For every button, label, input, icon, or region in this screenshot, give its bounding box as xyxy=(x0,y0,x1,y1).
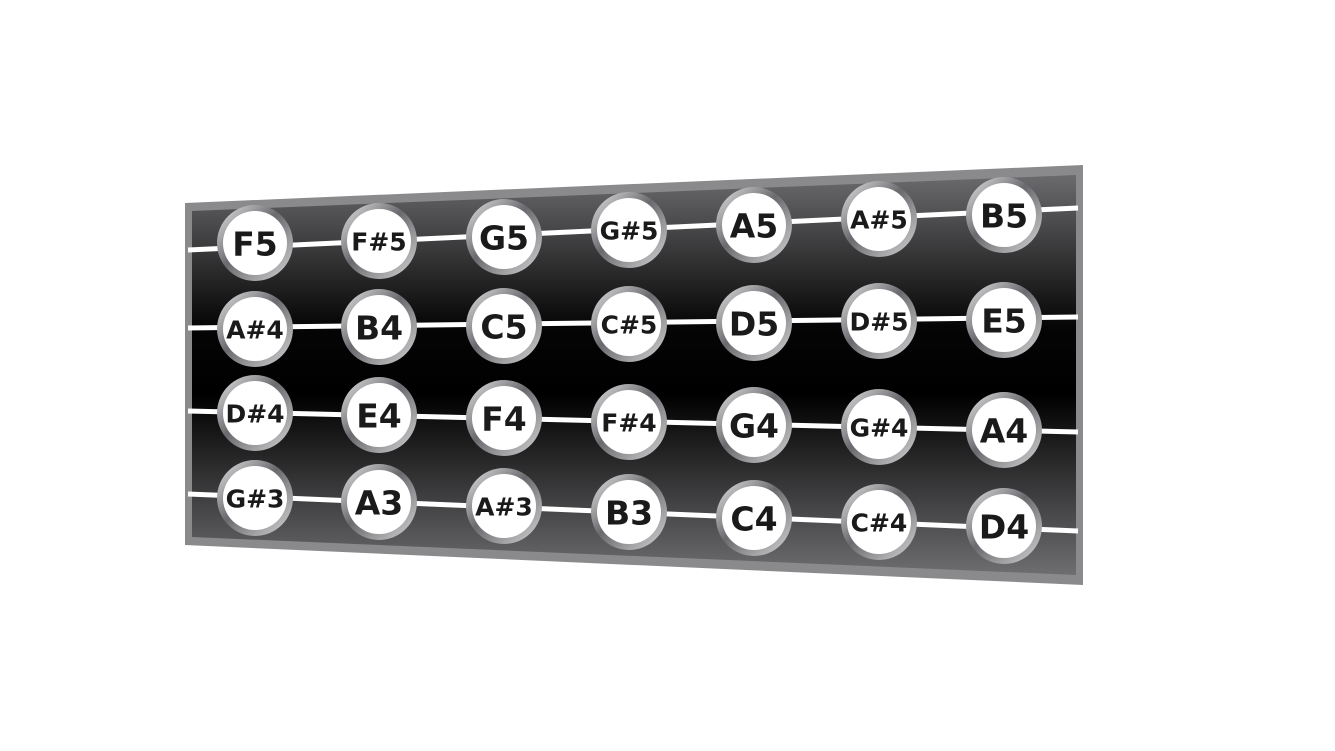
note-marker: E4 xyxy=(341,377,417,453)
note-face xyxy=(972,183,1036,247)
note-face xyxy=(597,198,661,262)
note-marker: B5 xyxy=(966,177,1042,253)
note-label: C#4 xyxy=(851,509,908,538)
note-marker: C4 xyxy=(716,480,792,556)
note-marker: B4 xyxy=(341,289,417,365)
note-face xyxy=(722,393,786,457)
note-face xyxy=(347,209,411,273)
note-label: F#4 xyxy=(601,409,656,438)
note-marker: G5 xyxy=(466,199,542,275)
note-label: G5 xyxy=(479,219,529,258)
note-label: A#4 xyxy=(226,316,284,345)
note-label: A4 xyxy=(980,412,1029,451)
note-face xyxy=(972,288,1036,352)
note-label: E5 xyxy=(981,302,1027,341)
note-label: F4 xyxy=(481,400,527,439)
note-marker: F#5 xyxy=(341,203,417,279)
note-label: C4 xyxy=(730,500,777,539)
note-markers: F5 F#5 G5 G#5 A5 A#5 B5A#4 B4 C5 C#5 D5 D#5 E5D#4 E4 F… xyxy=(217,177,1042,564)
note-face xyxy=(847,490,911,554)
note-face xyxy=(847,289,911,353)
note-face xyxy=(847,187,911,251)
note-label: D5 xyxy=(729,305,779,344)
note-label: B3 xyxy=(605,494,653,533)
note-marker: A4 xyxy=(966,392,1042,468)
note-marker: D#4 xyxy=(217,375,293,451)
note-label: F5 xyxy=(232,225,278,264)
note-marker: A#3 xyxy=(466,468,542,544)
note-marker: E5 xyxy=(966,282,1042,358)
note-face xyxy=(972,398,1036,462)
note-marker: B3 xyxy=(591,474,667,550)
note-label: B4 xyxy=(355,309,403,348)
note-marker: C#5 xyxy=(591,286,667,362)
note-face xyxy=(223,466,287,530)
note-face xyxy=(223,211,287,275)
note-face xyxy=(722,486,786,550)
note-marker: A#4 xyxy=(217,291,293,367)
note-marker: G#5 xyxy=(591,192,667,268)
note-face xyxy=(597,480,661,544)
note-face xyxy=(847,395,911,459)
note-label: A3 xyxy=(355,484,404,523)
note-label: D4 xyxy=(979,508,1029,547)
note-marker: F4 xyxy=(466,380,542,456)
note-marker: A3 xyxy=(341,464,417,540)
note-marker: D5 xyxy=(716,285,792,361)
note-label: G#3 xyxy=(226,485,285,514)
note-marker: D#5 xyxy=(841,283,917,359)
note-marker: F#4 xyxy=(591,384,667,460)
note-marker: G4 xyxy=(716,387,792,463)
note-face xyxy=(347,383,411,447)
note-face xyxy=(347,295,411,359)
note-label: E4 xyxy=(356,397,402,436)
fretboard-surface xyxy=(192,175,1076,575)
note-face xyxy=(597,390,661,454)
note-face xyxy=(597,292,661,356)
note-label: G#5 xyxy=(600,217,659,246)
note-label: B5 xyxy=(980,197,1028,236)
note-label: D#4 xyxy=(225,400,284,429)
note-label: C5 xyxy=(480,308,527,347)
note-face xyxy=(472,294,536,358)
note-face xyxy=(347,470,411,534)
note-marker: A5 xyxy=(716,187,792,263)
note-label: F#5 xyxy=(351,228,406,257)
note-label: A#5 xyxy=(850,206,908,235)
note-face xyxy=(722,193,786,257)
note-marker: C5 xyxy=(466,288,542,364)
note-face xyxy=(472,205,536,269)
note-face xyxy=(223,297,287,361)
note-marker: C#4 xyxy=(841,484,917,560)
note-marker: D4 xyxy=(966,488,1042,564)
note-label: D#5 xyxy=(849,308,908,337)
note-face xyxy=(722,291,786,355)
note-face xyxy=(972,494,1036,558)
note-marker: G#3 xyxy=(217,460,293,536)
note-face xyxy=(472,386,536,450)
note-label: A5 xyxy=(730,207,779,246)
note-label: A#3 xyxy=(475,493,533,522)
note-face xyxy=(472,474,536,538)
note-marker: F5 xyxy=(217,205,293,281)
note-label: C#5 xyxy=(601,311,658,340)
note-marker: A#5 xyxy=(841,181,917,257)
note-label: G#4 xyxy=(850,414,909,443)
note-marker: G#4 xyxy=(841,389,917,465)
note-face xyxy=(223,381,287,445)
note-label: G4 xyxy=(729,407,779,446)
